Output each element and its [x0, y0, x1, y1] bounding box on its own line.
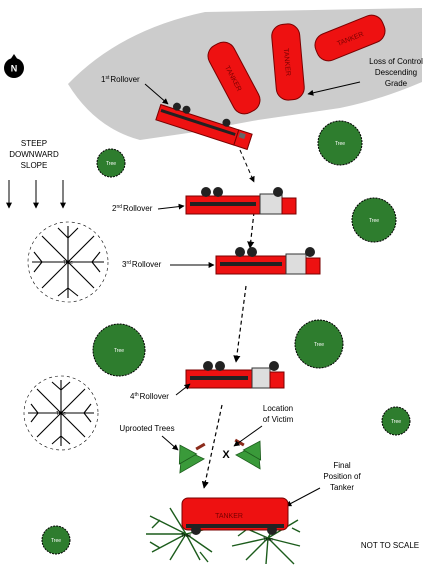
rollover-4-sup: th — [134, 392, 138, 398]
final-position-annotation: Final Position of Tanker — [285, 461, 361, 507]
rollover-2-word: Rollover — [123, 204, 153, 213]
path-arrow-4 — [201, 404, 223, 489]
victim-label-line-1: Location — [263, 404, 293, 413]
road-tanker-2: TANKER — [271, 23, 305, 101]
uprooted-tree-1 — [178, 442, 206, 474]
rollover-label-4: 4thRollover — [130, 383, 191, 401]
tree-bush-5-label: Tree — [314, 342, 324, 348]
rollover-4-num: 4 — [130, 392, 135, 401]
uprooted-trees-annotation: Uprooted Trees — [119, 424, 179, 451]
compass-letter: N — [11, 64, 18, 74]
slope-line-2: DOWNWARD — [9, 150, 59, 159]
rollover-2-sup: nd — [116, 204, 122, 210]
svg-text:2ndRollover: 2ndRollover — [112, 204, 153, 213]
rollover-1-num: 1 — [101, 75, 106, 84]
tree-bush-1: Tree — [96, 148, 126, 178]
tree-bare-1: Tree — [27, 221, 109, 303]
road-tanker-2-label: TANKER — [282, 48, 291, 76]
tree-bush-6-label: Tree — [391, 419, 401, 425]
tree-bare-2: Tree — [23, 375, 99, 451]
rollover-label-1: 1stRollover — [101, 75, 169, 105]
svg-text:1stRollover: 1stRollover — [101, 75, 140, 84]
truck-rollover-3 — [215, 247, 321, 275]
not-to-scale-label: NOT TO SCALE — [361, 541, 419, 550]
loss-of-control-line-1: Loss of Control — [369, 57, 423, 66]
tree-bush-3-label: Tree — [369, 218, 379, 224]
loss-of-control-annotation: Loss of Control Descending Grade — [307, 57, 423, 96]
rollover-label-2: 2ndRollover — [112, 203, 185, 213]
svg-text:3rdRollover: 3rdRollover — [122, 260, 162, 269]
victim-x-mark: X — [222, 449, 230, 461]
road-tanker-1: TANKER — [207, 41, 261, 115]
final-position-line-3: Tanker — [330, 483, 354, 492]
svg-text:4thRollover: 4thRollover — [130, 392, 169, 401]
steep-slope-annotation: STEEP DOWNWARD SLOPE — [6, 139, 66, 209]
rollover-2-num: 2 — [112, 204, 117, 213]
tree-bush-1-label: Tree — [106, 161, 116, 167]
tree-bare-2-label: Tree — [56, 411, 66, 417]
rollover-1-sup: st — [105, 75, 110, 81]
uprooted-tree-2 — [234, 438, 262, 470]
loss-of-control-line-2: Descending — [375, 68, 417, 77]
loss-of-control-line-3: Grade — [385, 79, 408, 88]
slope-line-3: SLOPE — [21, 161, 48, 170]
truck-rollover-1 — [155, 102, 253, 151]
final-position-line-2: Position of — [323, 472, 361, 481]
tree-bush-7: Tree — [41, 525, 71, 555]
path-arrow-3 — [233, 285, 247, 363]
final-tree-right-label: Tree — [263, 537, 273, 543]
rollover-1-word: Rollover — [110, 75, 140, 84]
north-compass: N — [4, 54, 24, 78]
path-arrow-1 — [239, 149, 255, 183]
tree-bush-3: Tree — [351, 197, 397, 243]
victim-label-line-2: of Victim — [263, 415, 294, 424]
truck-rollover-2 — [185, 187, 297, 215]
rollover-3-sup: rd — [126, 260, 131, 266]
truck-rollover-4 — [185, 361, 285, 389]
tree-bush-7-label: Tree — [51, 538, 61, 544]
uprooted-trees-label: Uprooted Trees — [119, 424, 174, 433]
tree-bush-4: Tree — [92, 323, 146, 377]
tree-bush-4-label: Tree — [114, 348, 124, 354]
tree-bush-6: Tree — [381, 406, 411, 436]
rollover-3-num: 3 — [122, 260, 127, 269]
rollover-label-3: 3rdRollover — [122, 260, 215, 269]
path-arrow-2 — [247, 211, 255, 249]
victim-annotation: Location of Victim X — [222, 404, 293, 461]
tree-bush-5: Tree — [294, 319, 344, 369]
road-tanker-3: TANKER — [314, 14, 386, 62]
final-position-line-1: Final — [333, 461, 351, 470]
slope-line-1: STEEP — [21, 139, 47, 148]
tree-bare-1-label: Tree — [63, 260, 73, 266]
tree-bush-2-label: Tree — [335, 141, 345, 147]
rollover-3-word: Rollover — [132, 260, 162, 269]
tree-bush-2: Tree — [317, 120, 363, 166]
final-tree-left-label: Tree — [181, 533, 191, 539]
final-tanker-label: TANKER — [215, 513, 243, 520]
final-tanker: TANKER — [181, 497, 289, 535]
rollover-4-word: Rollover — [140, 392, 170, 401]
